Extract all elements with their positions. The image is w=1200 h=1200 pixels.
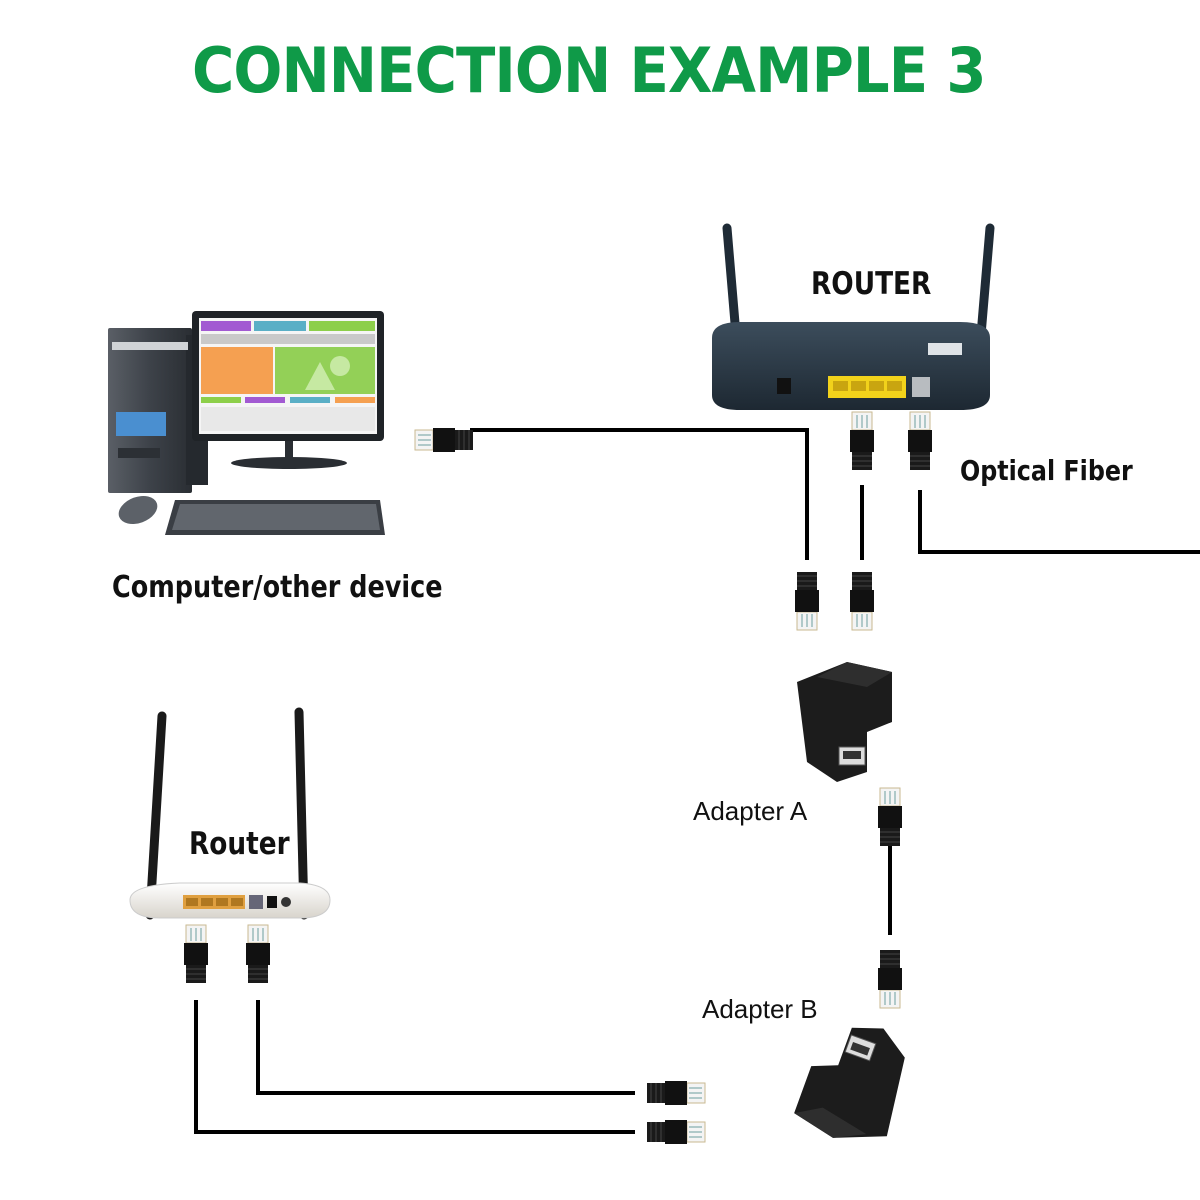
cable-adapter-b-to-router-2: [194, 1000, 635, 1134]
rj45-plug-adapter-b-upper: [646, 1080, 706, 1106]
rj45-plug-router-lan: [849, 411, 875, 471]
label-adapter-b: Adapter B: [702, 994, 818, 1024]
rj45-plug-router-fiber: [907, 411, 933, 471]
rj45-plug-adapter-a-out: [877, 787, 903, 847]
rj45-plug-computer: [414, 427, 474, 453]
rj45-plug-adapter-b-in: [877, 949, 903, 1009]
label-adapter-a: Adapter A: [693, 796, 808, 826]
rj45-splitter-icon-adapter-a: [796, 661, 893, 783]
desktop-computer-icon: [108, 311, 385, 535]
rj45-plug-router2-right: [245, 924, 271, 984]
wifi-router-icon: [129, 707, 331, 920]
label-second-router: Router: [189, 826, 290, 862]
rj45-splitter-icon-adapter-b: [790, 1009, 922, 1156]
rj45-plug-adapter-a-right: [849, 571, 875, 631]
label-optical-fiber: Optical Fiber: [960, 454, 1133, 487]
label-computer: Computer/other device: [112, 570, 443, 605]
label-main-router: ROUTER: [811, 266, 932, 302]
cable-computer-to-adapter-a: [470, 428, 809, 560]
rj45-plug-adapter-a-left: [794, 571, 820, 631]
rj45-plug-router2-left: [183, 924, 209, 984]
rj45-plug-adapter-b-lower: [646, 1119, 706, 1145]
cable-adapter-b-to-router-1: [256, 1000, 635, 1095]
router-icon: [712, 223, 995, 410]
cable-optical-fiber: [918, 490, 1200, 554]
diagram-title: CONNECTION EXAMPLE 3: [192, 34, 986, 107]
